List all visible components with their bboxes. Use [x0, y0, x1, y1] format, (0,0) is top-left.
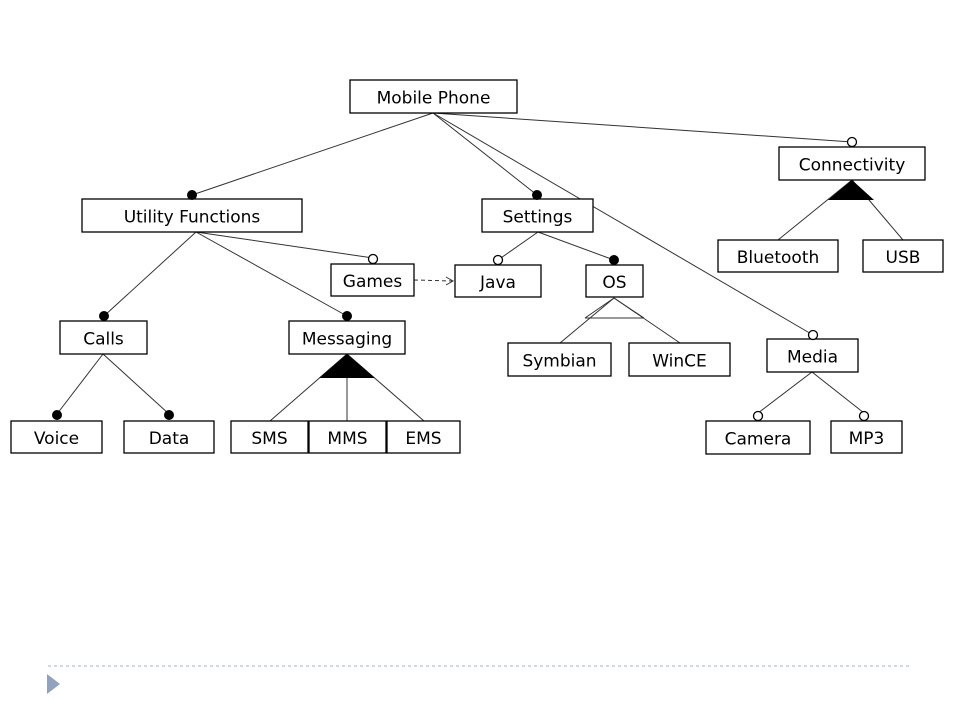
edge-media-mp3: [811, 371, 865, 414]
feature-label: Bluetooth: [737, 248, 820, 268]
feature-voice[interactable]: Voice: [10, 420, 103, 454]
feature-symbian[interactable]: Symbian: [507, 342, 612, 377]
relation-markers: [52, 136, 870, 422]
feature-usb[interactable]: USB: [862, 239, 944, 273]
feature-label: Media: [787, 348, 838, 368]
feature-java[interactable]: Java: [454, 264, 542, 298]
feature-bluetooth[interactable]: Bluetooth: [717, 239, 839, 273]
optional-marker-media: [807, 329, 819, 341]
mandatory-marker-messaging: [342, 311, 352, 321]
edge-calls-data: [102, 353, 170, 415]
mandatory-marker-os: [609, 255, 619, 265]
feature-label: MP3: [849, 429, 885, 449]
optional-marker-camera: [752, 410, 764, 422]
footer-triangle-icon: [47, 674, 60, 694]
feature-sms[interactable]: SMS: [230, 420, 309, 454]
group-markers: [319, 180, 874, 378]
feature-label: Data: [149, 429, 190, 449]
feature-messaging[interactable]: Messaging: [288, 320, 406, 355]
feature-label: Calls: [83, 330, 124, 350]
edge-mobile-phone-utility-functions: [191, 112, 434, 196]
feature-label: Utility Functions: [124, 208, 261, 228]
mandatory-marker-settings: [532, 190, 542, 200]
feature-label: MMS: [327, 429, 367, 449]
feature-label: USB: [886, 248, 921, 268]
edge-calls-voice: [56, 353, 104, 415]
os-alternative-group-marker: [584, 297, 645, 319]
edge-mobile-phone-settings: [432, 112, 538, 196]
feature-settings[interactable]: Settings: [481, 198, 594, 233]
feature-data[interactable]: Data: [123, 420, 215, 454]
optional-marker-java: [492, 254, 504, 266]
feature-mp3[interactable]: MP3: [830, 420, 903, 454]
requires-dashed-line: [413, 279, 453, 282]
feature-label: WinCE: [652, 352, 707, 372]
optional-marker-mp3: [858, 410, 870, 422]
edge-utility-functions-messaging: [195, 231, 348, 317]
feature-label: Settings: [503, 208, 573, 228]
requires-constraint-games-java: [413, 276, 455, 286]
feature-label: Voice: [34, 429, 79, 449]
feature-connectivity[interactable]: Connectivity: [778, 146, 926, 181]
optional-marker-games: [367, 253, 379, 265]
edge-utility-functions-games: [195, 231, 374, 259]
feature-os[interactable]: OS: [585, 264, 644, 298]
mandatory-marker-calls: [99, 311, 109, 321]
edge-mobile-phone-media: [432, 112, 814, 336]
feature-label: OS: [602, 273, 626, 293]
feature-mobile-phone[interactable]: Mobile Phone: [349, 79, 518, 114]
optional-marker-connectivity: [846, 136, 858, 148]
feature-label: EMS: [405, 429, 441, 449]
edge-os-symbian: [559, 297, 615, 344]
mandatory-marker-voice: [52, 410, 62, 420]
feature-label: SMS: [251, 429, 287, 449]
feature-label: Symbian: [522, 352, 596, 372]
feature-label: Camera: [725, 430, 792, 450]
feature-label: Mobile Phone: [377, 89, 491, 109]
messaging-or-group-marker: [319, 354, 375, 378]
feature-utility-functions[interactable]: Utility Functions: [81, 198, 303, 233]
feature-games[interactable]: Games: [330, 263, 415, 297]
feature-ems[interactable]: EMS: [386, 420, 461, 454]
edge-settings-os: [537, 231, 615, 261]
feature-label: Java: [479, 273, 516, 293]
feature-wince[interactable]: WinCE: [628, 342, 731, 377]
feature-mms[interactable]: MMS: [308, 420, 387, 454]
edge-settings-java: [497, 231, 539, 261]
feature-camera[interactable]: Camera: [705, 420, 811, 455]
mandatory-marker-data: [164, 410, 174, 420]
requires-arrowhead: [445, 276, 455, 286]
edge-mobile-phone-connectivity: [432, 112, 853, 143]
feature-label: Messaging: [302, 330, 392, 350]
mandatory-marker-utility-functions: [187, 190, 197, 200]
edge-connectivity-bluetooth: [777, 179, 853, 241]
edge-utility-functions-calls: [103, 231, 197, 317]
feature-calls[interactable]: Calls: [59, 320, 148, 355]
edge-media-camera: [757, 371, 813, 414]
feature-media[interactable]: Media: [766, 338, 859, 373]
feature-label: Games: [343, 272, 403, 292]
feature-label: Connectivity: [799, 156, 906, 176]
connectivity-or-group-marker: [828, 180, 874, 200]
